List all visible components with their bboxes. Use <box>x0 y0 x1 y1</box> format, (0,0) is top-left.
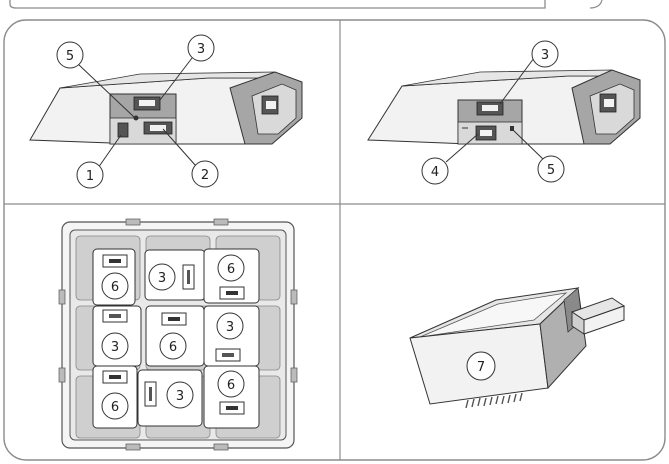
top-connector-inner <box>139 100 155 106</box>
leader-line-2 <box>162 128 197 167</box>
indicator-dot <box>133 115 139 121</box>
diagram-frame <box>3 19 666 461</box>
cell-label-c1: 6 <box>101 272 129 300</box>
plate-clip <box>125 218 141 226</box>
plate-clip <box>213 218 229 226</box>
callout-5: 5 <box>537 155 565 183</box>
socket-center-inner <box>480 130 492 136</box>
socket-left <box>117 122 129 138</box>
cell-label-c2: 3 <box>148 263 176 291</box>
cell-connectors <box>102 254 245 415</box>
socket-right-inner <box>150 125 166 131</box>
module-top-inner <box>419 292 568 338</box>
cell-label-c5: 6 <box>159 332 187 360</box>
svg-text:6: 6 <box>111 280 119 295</box>
plate-clip <box>58 367 66 383</box>
frame-top-right-arc <box>589 0 603 9</box>
callout-7: 7 <box>466 351 496 381</box>
cell-label-c9: 6 <box>217 370 245 398</box>
leader-line-5 <box>512 129 545 161</box>
plate-clip <box>125 443 141 451</box>
cell-label-c7: 6 <box>101 392 129 420</box>
svg-text:3: 3 <box>197 42 205 57</box>
callout-3: 3 <box>531 40 559 68</box>
svg-text:6: 6 <box>111 400 119 415</box>
indicator-led <box>510 126 514 131</box>
module-tab-side <box>583 305 625 335</box>
plate-clip <box>213 443 229 451</box>
plate-clip <box>290 289 298 305</box>
callout-1: 1 <box>76 161 104 189</box>
svg-text:2: 2 <box>201 168 209 183</box>
svg-text:3: 3 <box>111 340 119 355</box>
panel-bottom-left: 6 3 6 3 6 3 6 3 <box>58 218 298 451</box>
svg-text:3: 3 <box>158 271 166 286</box>
svg-text:7: 7 <box>477 360 485 375</box>
module-side-latch-inner <box>604 99 614 107</box>
panel-bottom-right: 7 <box>409 286 626 409</box>
panel-top-right: 3 4 5 <box>367 40 641 185</box>
panel-top-left: 5 3 1 2 <box>29 34 303 189</box>
plate-clip <box>290 367 298 383</box>
svg-text:4: 4 <box>431 165 439 180</box>
svg-text:1: 1 <box>86 169 94 184</box>
svg-text:5: 5 <box>547 163 555 178</box>
cell-label-c4: 3 <box>101 332 129 360</box>
svg-text:6: 6 <box>169 340 177 355</box>
svg-text:6: 6 <box>227 378 235 393</box>
cell-label-c3: 6 <box>217 254 245 282</box>
svg-text:6: 6 <box>227 262 235 277</box>
leader-line-1 <box>97 134 122 169</box>
callout-3: 3 <box>187 34 215 62</box>
cell-label-c6: 3 <box>216 312 244 340</box>
callout-5: 5 <box>56 41 84 69</box>
callout-4: 4 <box>421 157 449 185</box>
frame-top-tab <box>9 0 546 9</box>
leader-line-4 <box>445 133 479 163</box>
top-connector-inner <box>482 105 498 111</box>
leader-line-5 <box>77 63 135 118</box>
plate-clip <box>58 289 66 305</box>
module-pins <box>465 392 523 409</box>
cell-label-c8: 3 <box>166 381 194 409</box>
svg-text:3: 3 <box>176 389 184 404</box>
leader-line-3 <box>159 57 193 101</box>
callout-2: 2 <box>191 160 219 188</box>
leader-line-3 <box>499 57 535 105</box>
svg-text:3: 3 <box>226 320 234 335</box>
svg-text:5: 5 <box>66 49 74 64</box>
svg-text:3: 3 <box>541 48 549 63</box>
module-side-latch-inner <box>266 101 276 109</box>
